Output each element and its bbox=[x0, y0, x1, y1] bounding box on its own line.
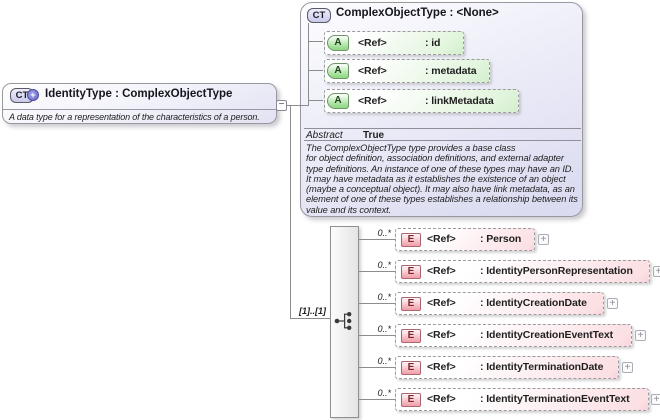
cardinality-label: 0..* bbox=[377, 260, 391, 270]
cardinality-label: 0..* bbox=[377, 292, 391, 302]
complextype-node-identitytype[interactable]: CT + IdentityType : ComplexObjectType A … bbox=[2, 83, 277, 124]
element-row-identityterminationeventtext[interactable]: E <Ref> : IdentityTerminationEventText bbox=[395, 388, 649, 411]
element-name-label: : Person bbox=[480, 233, 522, 245]
element-row-identitypersonrepresentation[interactable]: E <Ref> : IdentityPersonRepresentation bbox=[395, 260, 650, 283]
cardinality-label: 0..* bbox=[377, 356, 391, 366]
cardinality-label: 0..* bbox=[377, 228, 391, 238]
attribute-ref-label: <Ref> bbox=[358, 65, 387, 77]
sequence-icon bbox=[334, 312, 352, 330]
attribute-ref-label: <Ref> bbox=[358, 37, 387, 49]
divider bbox=[304, 140, 581, 141]
element-icon: E bbox=[401, 329, 421, 343]
expand-button[interactable]: + bbox=[538, 234, 549, 245]
element-ref-label: <Ref> bbox=[427, 297, 456, 309]
connector-line bbox=[290, 318, 330, 319]
node-annotation: A data type for a representation of the … bbox=[9, 112, 260, 122]
attribute-icon: A bbox=[327, 35, 349, 51]
element-row-identitycreationeventtext[interactable]: E <Ref> : IdentityCreationEventText bbox=[395, 324, 632, 347]
connector-line bbox=[308, 23, 309, 106]
cardinality-label: 0..* bbox=[377, 324, 391, 334]
attribute-name-label: : id bbox=[425, 37, 441, 49]
element-row-identitycreationdate[interactable]: E <Ref> : IdentityCreationDate bbox=[395, 292, 604, 315]
element-icon: E bbox=[401, 297, 421, 311]
expand-button[interactable]: + bbox=[653, 266, 660, 277]
node-title: ComplexObjectType : <None> bbox=[336, 7, 499, 19]
attribute-name-label: : metadata bbox=[425, 65, 477, 77]
divider bbox=[304, 128, 581, 129]
element-name-label: : IdentityTerminationDate bbox=[480, 361, 604, 373]
derived-plus-icon: + bbox=[27, 89, 39, 101]
divider bbox=[3, 109, 276, 110]
connector-line bbox=[308, 70, 323, 71]
facet-value: True bbox=[363, 130, 385, 141]
attribute-ref-label: <Ref> bbox=[358, 95, 387, 107]
expand-button[interactable]: + bbox=[651, 394, 660, 405]
cardinality-label: 0..* bbox=[377, 388, 391, 398]
expand-button[interactable]: + bbox=[635, 330, 646, 341]
connector-line bbox=[308, 41, 323, 42]
facet-label: Abstract bbox=[306, 130, 343, 141]
connector-line bbox=[359, 239, 395, 240]
connector-line bbox=[308, 100, 323, 101]
element-row-identityterminationdate[interactable]: E <Ref> : IdentityTerminationDate bbox=[395, 356, 619, 379]
node-annotation: The ComplexObjectType type provides a ba… bbox=[306, 143, 578, 215]
attribute-row-metadata[interactable]: A <Ref> : metadata bbox=[324, 59, 490, 83]
collapse-button[interactable]: − bbox=[276, 100, 287, 111]
complex-type-icon: CT bbox=[307, 8, 331, 23]
connector-line bbox=[359, 399, 395, 400]
sequence-cardinality-label: [1]..[1] bbox=[299, 306, 326, 316]
element-name-label: : IdentityCreationEventText bbox=[480, 329, 614, 341]
connector-line bbox=[290, 105, 291, 319]
element-ref-label: <Ref> bbox=[427, 393, 456, 405]
connector-line bbox=[287, 105, 308, 106]
node-title: IdentityType : ComplexObjectType bbox=[45, 88, 233, 100]
element-icon: E bbox=[401, 361, 421, 375]
element-ref-label: <Ref> bbox=[427, 233, 456, 245]
element-icon: E bbox=[401, 393, 421, 407]
element-name-label: : IdentityCreationDate bbox=[480, 297, 587, 309]
connector-line bbox=[359, 271, 395, 272]
element-icon: E bbox=[401, 233, 421, 247]
element-name-label: : IdentityTerminationEventText bbox=[480, 393, 630, 405]
connector-line bbox=[359, 303, 395, 304]
connector-line bbox=[359, 367, 395, 368]
attribute-row-id[interactable]: A <Ref> : id bbox=[324, 31, 464, 55]
element-ref-label: <Ref> bbox=[427, 329, 456, 341]
expand-button[interactable]: + bbox=[607, 298, 618, 309]
element-name-label: : IdentityPersonRepresentation bbox=[480, 265, 633, 277]
element-ref-label: <Ref> bbox=[427, 265, 456, 277]
attribute-icon: A bbox=[327, 63, 349, 79]
attribute-row-linkmetadata[interactable]: A <Ref> : linkMetadata bbox=[324, 89, 519, 113]
connector-line bbox=[359, 335, 395, 336]
complextype-node-complexobjecttype[interactable]: CT ComplexObjectType : <None> A <Ref> : … bbox=[300, 2, 583, 217]
element-icon: E bbox=[401, 265, 421, 279]
expand-button[interactable]: + bbox=[622, 362, 633, 373]
attribute-icon: A bbox=[327, 93, 349, 109]
element-ref-label: <Ref> bbox=[427, 361, 456, 373]
element-row-person[interactable]: E <Ref> : Person bbox=[395, 228, 535, 251]
attribute-name-label: : linkMetadata bbox=[425, 95, 494, 107]
